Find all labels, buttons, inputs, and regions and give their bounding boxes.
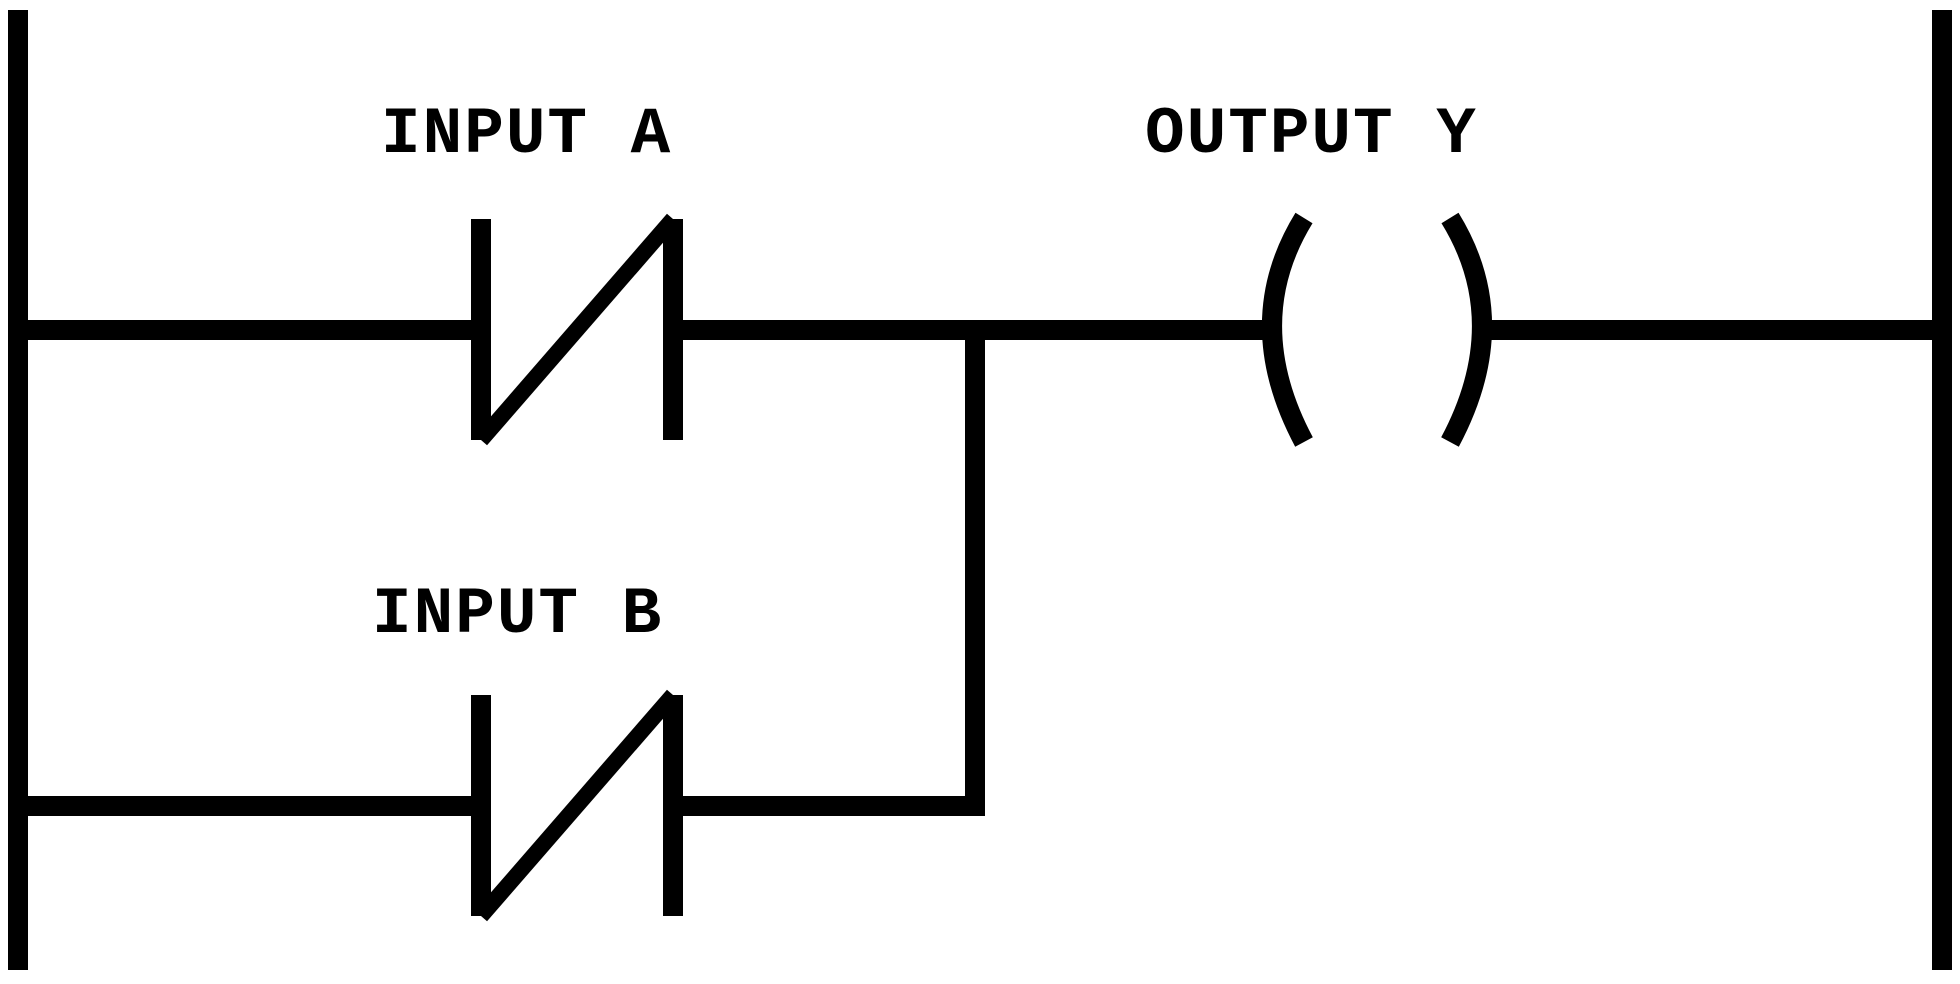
output-y-label: OUTPUT Y [1145,97,1478,172]
input-b-contact [471,689,683,922]
input-a-contact [471,213,683,446]
input-a-label: INPUT A [381,97,672,172]
branch-return-wire [673,330,985,816]
output-y-coil-left-arc [1262,212,1313,447]
output-y-coil [1262,212,1492,447]
output-y-coil-right-arc [1441,212,1492,447]
input-a-closed-slash [474,213,680,446]
input-b-closed-slash [474,689,680,922]
input-b-label: INPUT B [372,577,663,652]
